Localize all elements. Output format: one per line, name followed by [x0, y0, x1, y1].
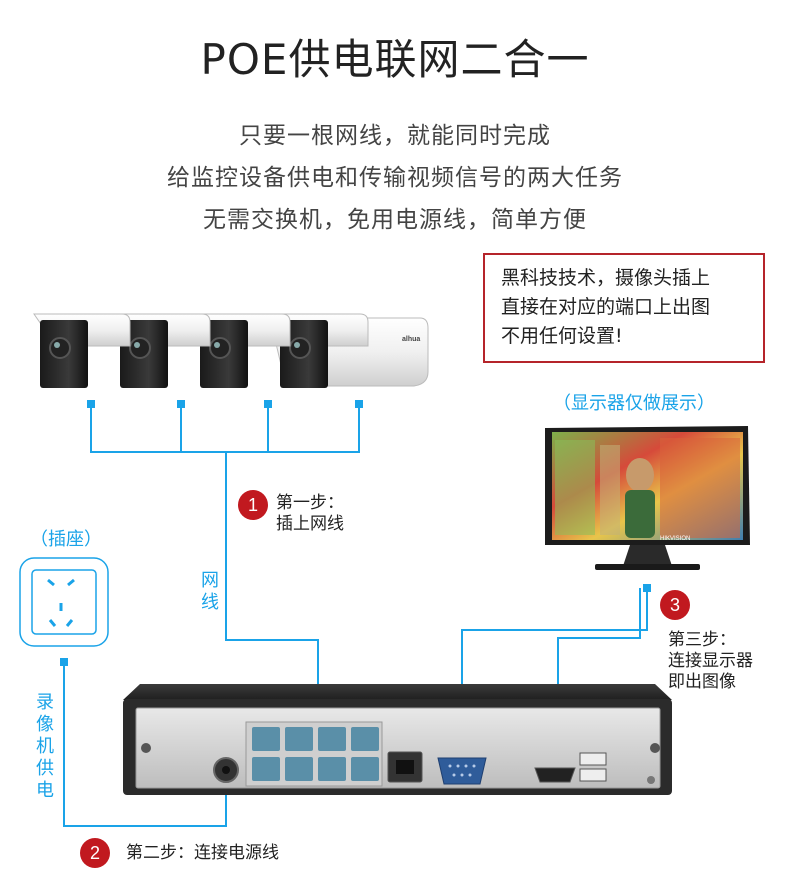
camera-lens — [209, 337, 231, 359]
step-3-line: 即出图像 — [668, 672, 736, 692]
step-3-text: 第三步： 连接显示器 即出图像 — [668, 630, 753, 693]
step-2-text: 第二步：连接电源线 — [126, 843, 279, 864]
step-2-line: 第二步：连接电源线 — [126, 843, 279, 863]
power-cable-label: 录 像 机 供 电 — [35, 692, 55, 802]
step-3-line: 连接显示器 — [668, 651, 753, 671]
usb-port — [579, 768, 607, 782]
display-caption: （显示器仅做展示） — [553, 393, 715, 414]
step-1-badge: 1 — [238, 490, 268, 520]
power-label-char: 供 — [36, 758, 54, 779]
notice-line-1: 黑科技技术，摄像头插上 — [501, 267, 711, 289]
wire-label-char: 线 — [201, 592, 219, 613]
socket-icon — [47, 578, 75, 627]
hdmi-port — [534, 767, 576, 783]
network-cable-label: 网 线 — [200, 570, 220, 614]
step-3-line: 第三步： — [668, 630, 736, 650]
nvr-recorder — [123, 684, 672, 795]
notice-box: 黑科技技术，摄像头插上 直接在对应的端口上出图 不用任何设置! — [483, 253, 765, 363]
notice-line-3: 不用任何设置! — [501, 325, 623, 347]
step-1-line: 第一步： — [276, 493, 344, 513]
power-socket — [19, 557, 109, 647]
step-1-text: 第一步： 插上网线 — [276, 493, 344, 535]
power-cable — [63, 662, 227, 827]
camera-lens — [289, 337, 311, 359]
power-label-char: 录 — [36, 692, 54, 713]
camera-lens — [129, 337, 151, 359]
vga-port — [437, 757, 487, 785]
camera-lens — [49, 337, 71, 359]
subtitle-line-3: 无需交换机，免用电源线，简单方便 — [203, 207, 587, 233]
notice-line-2: 直接在对应的端口上出图 — [501, 296, 711, 318]
step-3-badge: 3 — [660, 590, 690, 620]
subtitle-line-1: 只要一根网线，就能同时完成 — [239, 123, 551, 149]
monitor: HIKVISION — [545, 426, 750, 570]
camera-group: alhua — [33, 313, 429, 388]
camera-brand-logo: alhua — [402, 336, 420, 343]
network-cable — [90, 404, 360, 720]
power-label-char: 机 — [36, 736, 54, 757]
socket-caption: （插座） — [30, 529, 102, 550]
power-label-char: 像 — [36, 714, 54, 735]
power-label-char: 电 — [36, 780, 54, 801]
poe-ports — [245, 721, 383, 787]
step-2-badge: 2 — [80, 838, 110, 868]
wire-label-char: 网 — [201, 570, 219, 591]
step-1-line: 插上网线 — [276, 514, 344, 534]
usb-port — [579, 752, 607, 766]
monitor-brand-logo: HIKVISION — [660, 536, 690, 542]
subtitle-line-2: 给监控设备供电和传输视频信号的两大任务 — [167, 165, 623, 191]
page-title: POE供电联网二合一 — [200, 35, 590, 84]
